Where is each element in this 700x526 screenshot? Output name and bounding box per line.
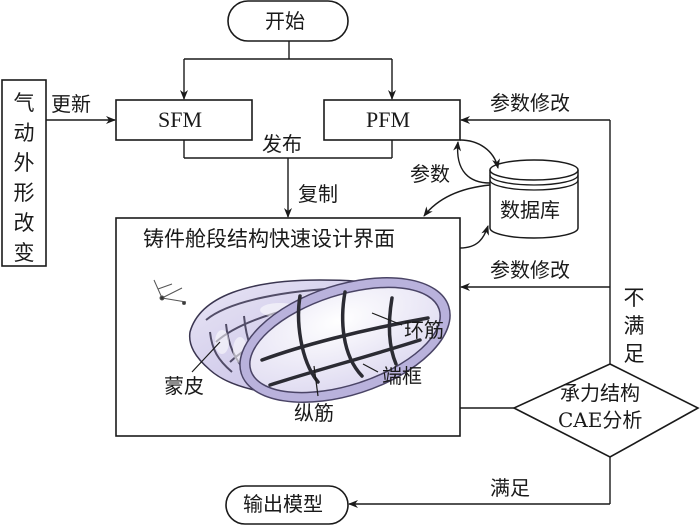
cae-label-line2: CAE分析	[558, 408, 643, 432]
database-label: 数据库	[500, 198, 560, 222]
aero-char: 变	[13, 241, 35, 265]
sfm-label: SFM	[158, 107, 203, 132]
aero-shape-change-label: 气 动 外 形 改 变	[12, 88, 36, 268]
end-frame-label: 端框	[382, 364, 422, 388]
params-label: 参数	[410, 162, 450, 186]
not-satisfied-char: 足	[623, 342, 645, 366]
pfm-node	[323, 99, 461, 141]
copy-label: 复制	[298, 182, 338, 206]
leader-stringer	[313, 365, 319, 397]
axis-triad-icon	[153, 279, 187, 305]
ring-rib-label: 环筋	[404, 318, 444, 342]
param-modify-mid-label: 参数修改	[490, 258, 570, 282]
start-label: 开始	[265, 9, 305, 33]
start-node	[227, 0, 349, 42]
design-interface-title: 铸件舱段结构快速设计界面	[143, 227, 395, 251]
skin-label: 蒙皮	[164, 374, 204, 398]
leader-end-frame	[362, 363, 379, 373]
output-model-label: 输出模型	[243, 492, 323, 516]
leader-skin	[191, 341, 221, 373]
output-model-node	[225, 485, 349, 525]
cabin-structure-illustration	[153, 277, 451, 403]
aero-char: 动	[13, 121, 35, 145]
param-modify-top-label: 参数修改	[490, 91, 570, 115]
not-satisfied-label: 不 满 足	[622, 284, 646, 368]
aero-char: 形	[13, 181, 35, 205]
edge-interface-to-database	[459, 225, 489, 249]
publish-label: 发布	[262, 132, 302, 156]
cae-label-line1: 承力结构	[560, 381, 640, 405]
edge-database-to-interface	[423, 184, 491, 217]
not-satisfied-char: 满	[623, 314, 645, 338]
aero-char: 改	[13, 211, 35, 235]
satisfied-label: 满足	[490, 476, 530, 500]
aero-char: 外	[13, 151, 35, 175]
edge-pfm-to-database	[459, 139, 500, 169]
aero-shape-change-node	[1, 79, 47, 267]
aero-char: 气	[13, 91, 35, 115]
database-node	[489, 159, 579, 239]
not-satisfied-char: 不	[623, 286, 645, 310]
leader-ring-rib	[371, 312, 403, 326]
stringer-label: 纵筋	[294, 401, 334, 425]
update-label: 更新	[51, 92, 91, 116]
pfm-label: PFM	[366, 107, 411, 132]
edge-database-to-pfm-params	[453, 141, 491, 184]
